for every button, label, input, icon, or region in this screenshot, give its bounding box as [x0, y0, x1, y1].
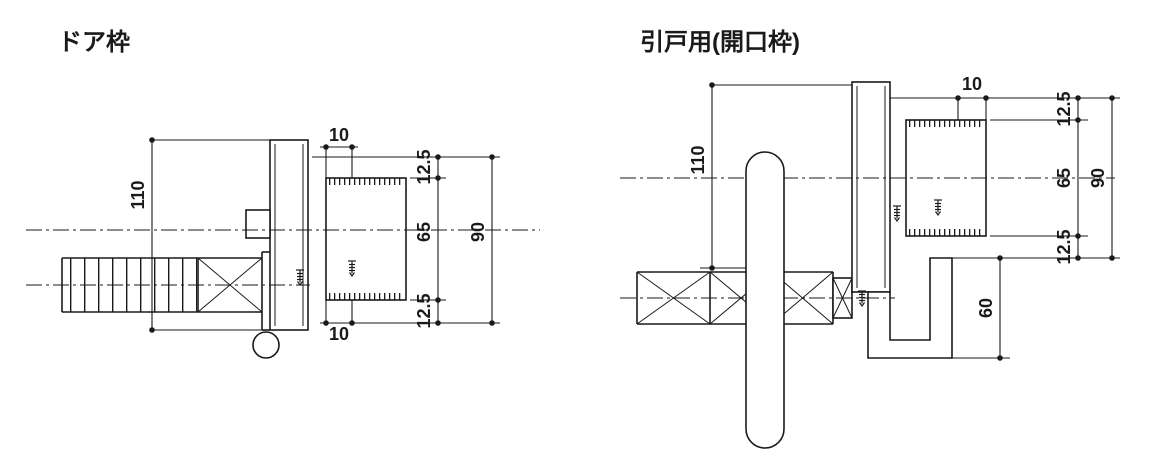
- frame-jamb: [851, 81, 891, 293]
- dim-65-label: 65: [414, 222, 434, 242]
- dim-90-label: 90: [1088, 168, 1108, 188]
- dim-90-label: 90: [468, 222, 488, 242]
- dim-60-label: 60: [976, 298, 996, 318]
- frame-jamb: [269, 139, 309, 331]
- sliding-door-leaf: [745, 151, 785, 449]
- dim-12-5-top-label: 12.5: [414, 149, 434, 184]
- dim-110-label: 110: [688, 145, 708, 174]
- dimension-lines: 110 10 12.5 65 12.5 90: [128, 125, 500, 344]
- dim-65-label: 65: [1054, 168, 1074, 188]
- door-frame-diagram: ドア枠: [26, 29, 540, 359]
- dimension-lines: 110 10 12.5 65 12.5 90: [688, 74, 1120, 361]
- dim-10-top-label: 10: [329, 125, 349, 145]
- door-stop-block: [245, 209, 271, 239]
- door-frame-title: ドア枠: [58, 29, 130, 56]
- dim-12-5-bottom-label: 12.5: [1054, 229, 1074, 264]
- screw-icon: [892, 205, 902, 222]
- frame-profile: [245, 139, 309, 359]
- sliding-door-diagram: 引戸用(開口枠): [620, 29, 1120, 449]
- dim-12-5-bottom-label: 12.5: [414, 293, 434, 328]
- sliding-door-title: 引戸用(開口枠): [640, 29, 800, 56]
- dim-110-label: 110: [128, 180, 148, 209]
- frame-profile: [851, 81, 953, 359]
- panel-board: [325, 177, 407, 301]
- dim-10-bottom-label: 10: [329, 324, 349, 344]
- dim-12-5-top-label: 12.5: [1054, 91, 1074, 126]
- panel-section: [325, 177, 407, 301]
- pivot-circle: [252, 331, 280, 359]
- dim-10-label: 10: [962, 74, 982, 94]
- centerlines: [26, 229, 540, 286]
